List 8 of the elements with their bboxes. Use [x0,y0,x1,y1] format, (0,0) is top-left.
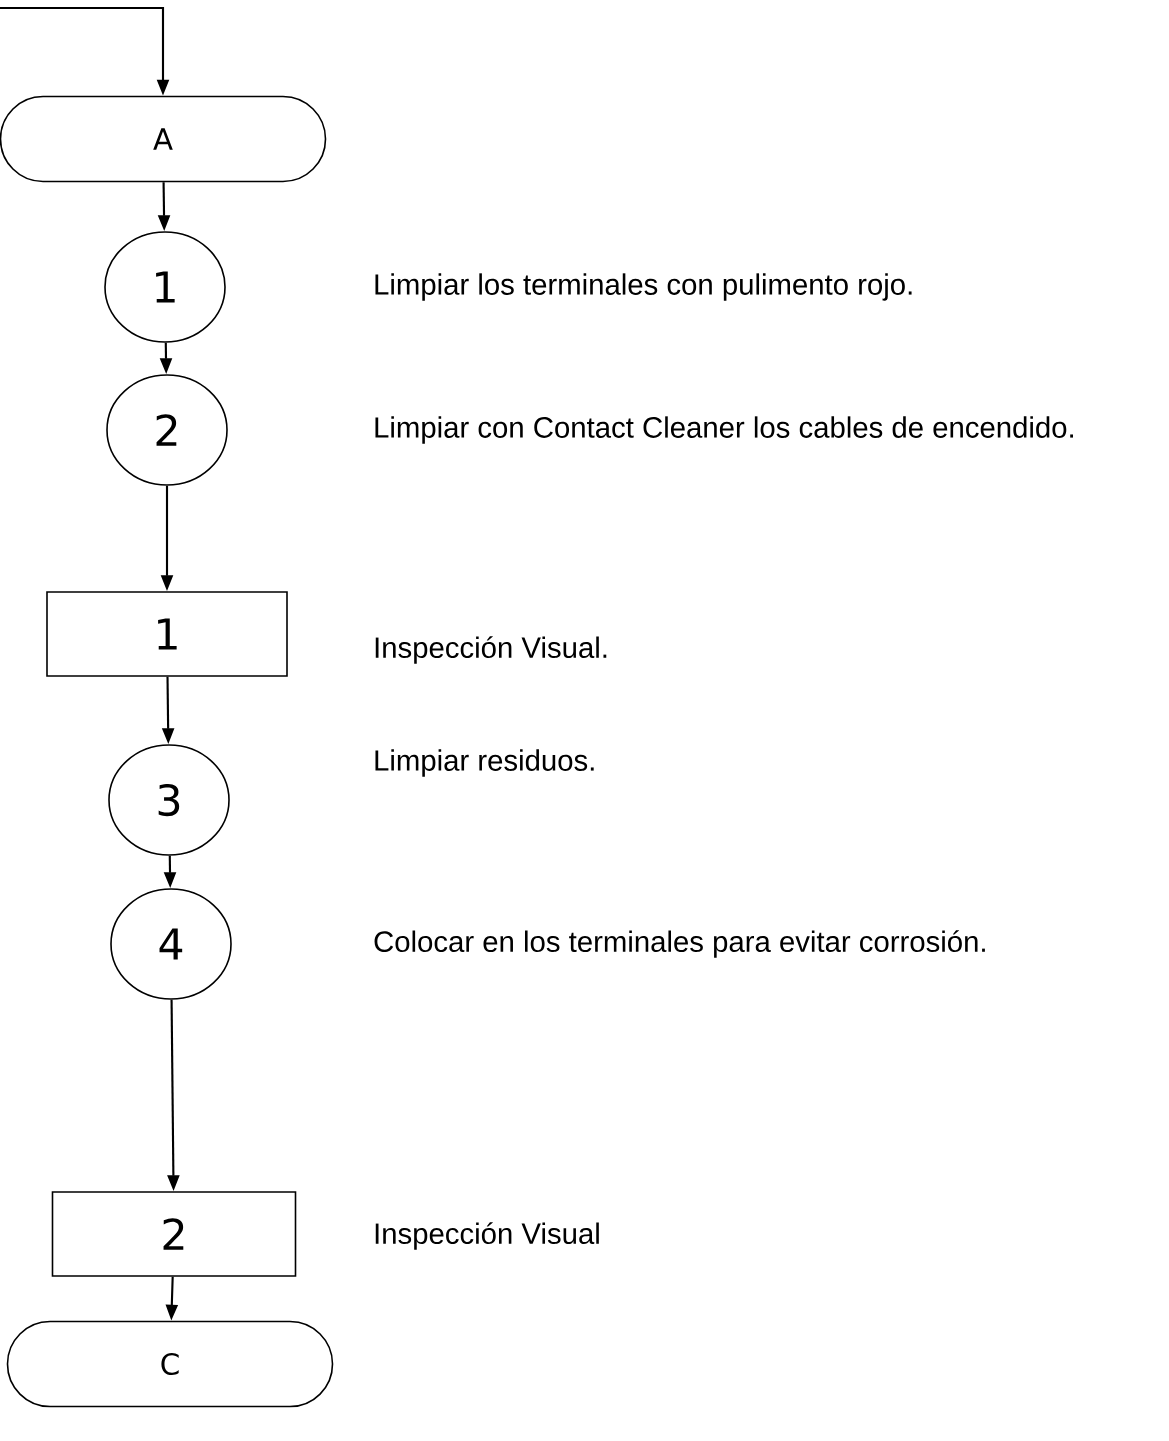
step-description: Colocar en los terminales para evitar corrosión. [374,930,985,958]
step-description: Limpiar los terminales con pulimento rojo. [375,273,912,301]
inspection-box: 2 [51,1191,297,1277]
step-description: Inspección Visual [375,1222,599,1250]
inspection-box: 1 [46,591,288,677]
step-description: Inspección Visual. [375,636,607,664]
step-description: Limpiar con Contact Cleaner los cables de encendido. [375,416,1073,444]
step-description: Limpiar residuos. [375,749,594,777]
